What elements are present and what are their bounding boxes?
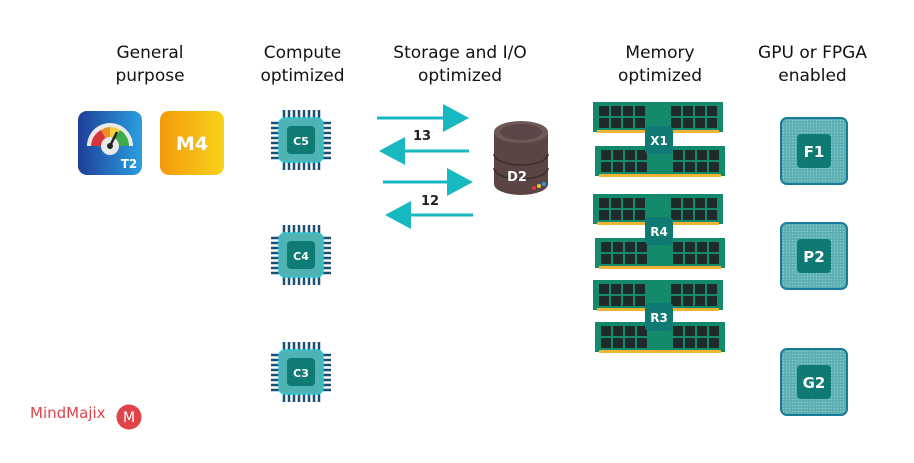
heading-line: enabled xyxy=(778,66,847,86)
heading-line: Compute xyxy=(263,43,342,63)
heading-general-purpose: General purpose xyxy=(95,42,205,88)
heading-line: optimized xyxy=(417,66,503,86)
g2-accelerator-icon: G2 xyxy=(780,348,848,416)
heading-gpu-fpga-enabled: GPU or FPGA enabled xyxy=(745,42,880,88)
heading-memory-optimized: Memory optimized xyxy=(600,42,720,88)
c3-label: C3 xyxy=(293,367,309,380)
p2-accelerator-icon: P2 xyxy=(780,222,848,290)
c4-chip-icon: C4 xyxy=(271,225,331,285)
heading-line: Storage and I/O xyxy=(393,43,527,63)
memory-modules: X1 R4 R3 xyxy=(593,102,725,353)
d2-disk-icon: D2 xyxy=(493,121,549,195)
brand-logo: MindMajix xyxy=(30,404,105,422)
t2-label: T2 xyxy=(121,157,138,171)
heading-line: Memory xyxy=(625,43,695,63)
arrow-label-12: 12 xyxy=(421,194,439,209)
c5-label: C5 xyxy=(293,135,309,148)
m4-instance-icon: M4 xyxy=(160,111,224,175)
t2-instance-icon: T2 xyxy=(78,111,142,175)
r4-label: R4 xyxy=(650,225,668,239)
r3-label: R3 xyxy=(650,311,668,325)
io-arrows: 13 12 xyxy=(377,104,473,229)
brand-logo-icon: M xyxy=(116,404,142,430)
c5-chip-icon: C5 xyxy=(271,110,331,170)
heading-line: purpose xyxy=(115,66,185,86)
c3-chip-icon: C3 xyxy=(271,342,331,402)
heading-line: GPU or FPGA xyxy=(758,43,867,63)
f1-accelerator-icon: F1 xyxy=(780,117,848,185)
x1-label: X1 xyxy=(650,134,668,148)
c4-label: C4 xyxy=(293,250,309,263)
arrow-label-13: 13 xyxy=(413,129,431,144)
heading-line: General xyxy=(116,43,184,63)
heading-line: optimized xyxy=(260,66,345,86)
heading-compute-optimized: Compute optimized xyxy=(245,42,360,88)
m4-label: M4 xyxy=(176,133,208,155)
p2-label: P2 xyxy=(803,248,824,266)
brand-name: MindMajix xyxy=(30,404,106,422)
heading-storage-io-optimized: Storage and I/O optimized xyxy=(380,42,540,88)
d2-label: D2 xyxy=(507,170,527,185)
g2-label: G2 xyxy=(803,374,826,392)
brand-logo-letter: M xyxy=(123,410,135,426)
heading-line: optimized xyxy=(617,66,703,86)
f1-label: F1 xyxy=(804,143,825,161)
